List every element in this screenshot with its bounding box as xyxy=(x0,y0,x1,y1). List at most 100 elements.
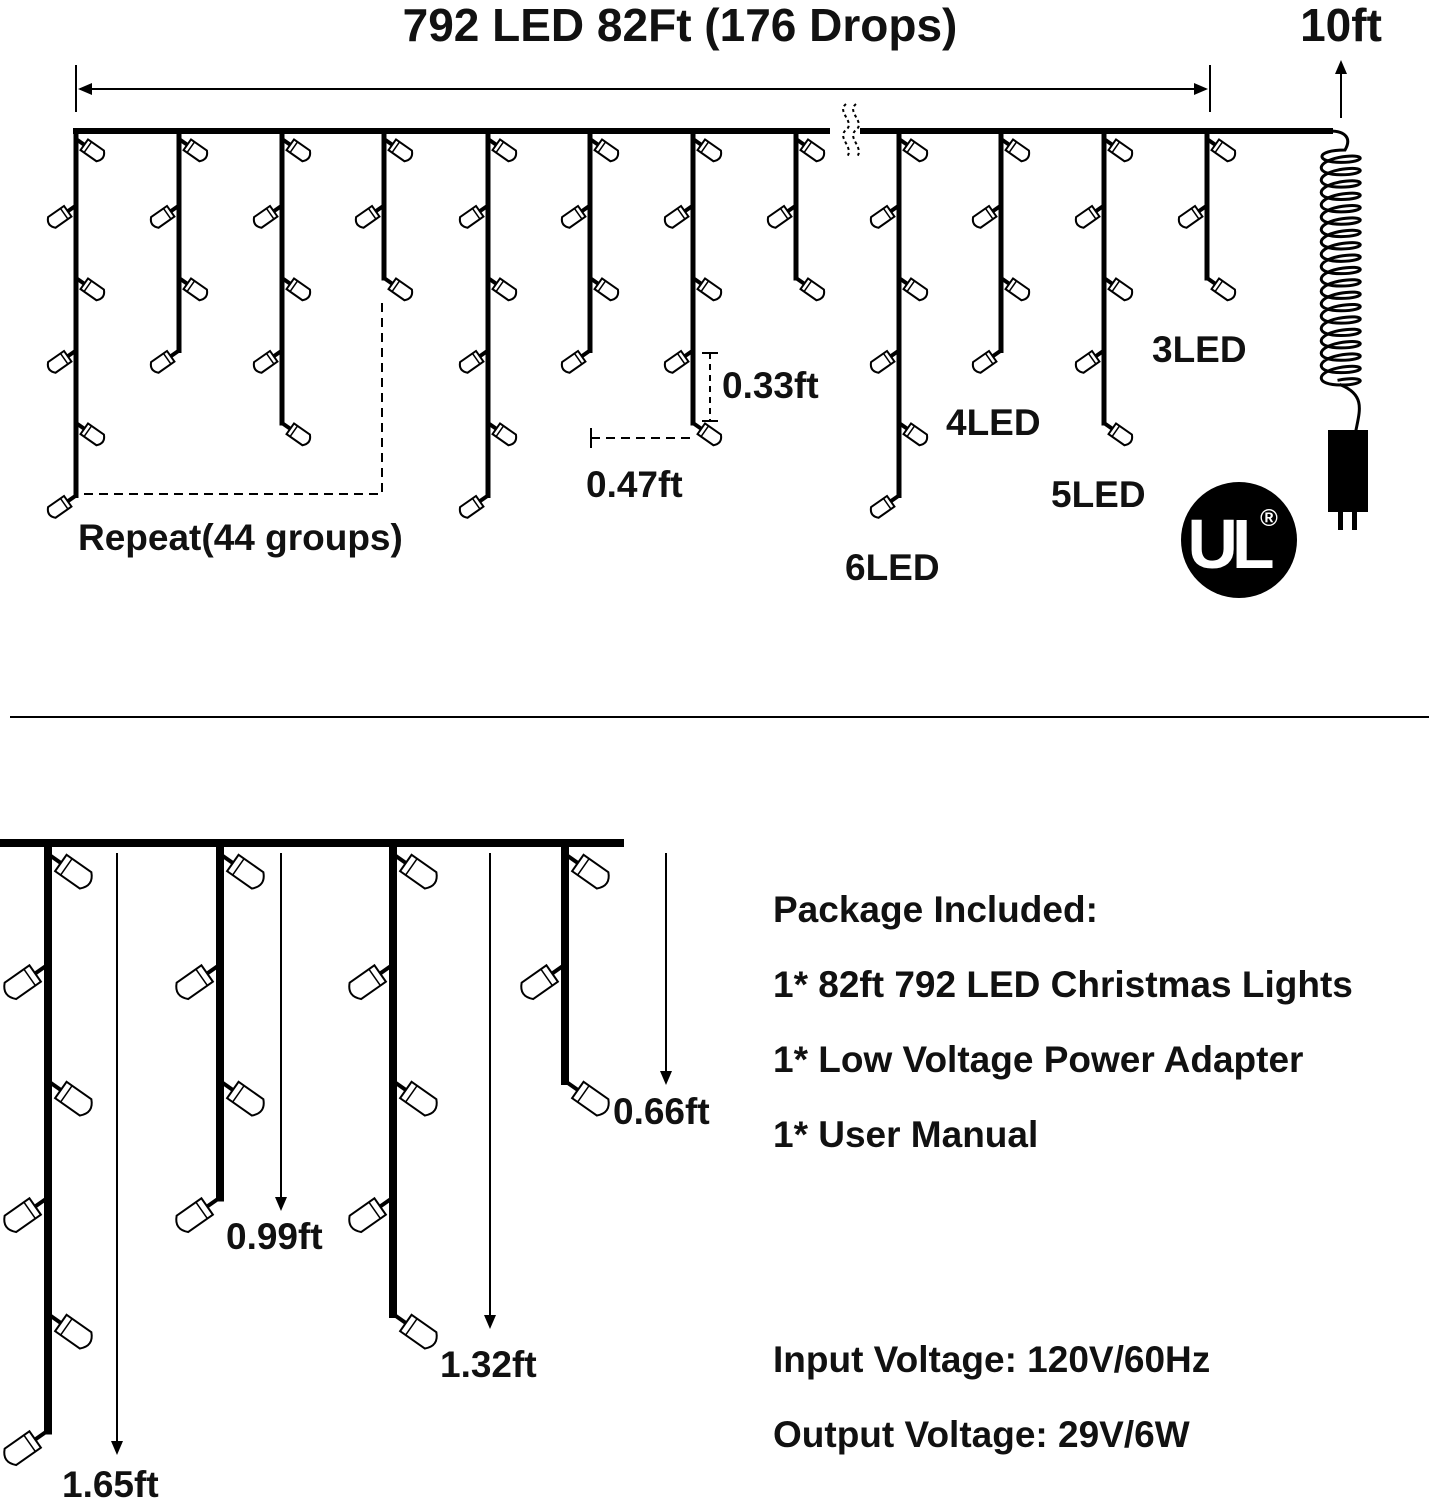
led-bulb xyxy=(1102,276,1134,302)
light-drop xyxy=(46,130,106,519)
led-bulb xyxy=(663,348,695,374)
led-bulb xyxy=(46,1079,93,1117)
led-bulb xyxy=(1205,137,1237,163)
led-label-3: 3LED xyxy=(1152,329,1247,370)
led-bulb xyxy=(46,493,78,519)
led-spacing-label: 0.33ft xyxy=(722,365,819,406)
coiled-cord xyxy=(1319,129,1368,530)
led-bulb xyxy=(794,137,826,163)
led-bulb xyxy=(348,1195,395,1234)
led-bulb xyxy=(486,276,518,302)
led-bulb xyxy=(46,348,78,374)
led-bulb xyxy=(869,203,901,229)
led-bulb xyxy=(560,348,592,374)
top-drops xyxy=(46,130,1237,519)
led-bulb xyxy=(280,137,312,163)
led-bulb xyxy=(1102,137,1134,163)
led-bulb xyxy=(458,348,490,374)
output-voltage: Output Voltage: 29V/6W xyxy=(773,1414,1190,1455)
light-drop xyxy=(175,844,265,1234)
light-drop xyxy=(149,130,209,374)
led-bulb xyxy=(74,276,106,302)
led-bulb xyxy=(218,1079,265,1117)
led-bulb xyxy=(177,276,209,302)
led-bulb xyxy=(391,1079,438,1117)
ul-logo: UL ® xyxy=(1181,482,1297,598)
led-bulb xyxy=(999,276,1031,302)
led-bulb xyxy=(175,1195,222,1234)
led-bulb xyxy=(280,421,312,447)
led-bulb xyxy=(563,852,610,890)
ul-logo-text: UL xyxy=(1187,505,1273,583)
led-bulb xyxy=(897,421,929,447)
led-bulb xyxy=(46,1312,93,1350)
led-bulb xyxy=(3,962,50,1001)
led-bulb xyxy=(971,203,1003,229)
drop-spacing-dimension xyxy=(590,428,690,448)
light-drop xyxy=(766,130,826,302)
led-bulb xyxy=(897,137,929,163)
led-bulb xyxy=(218,852,265,890)
led-bulb xyxy=(391,852,438,890)
light-drop xyxy=(1177,130,1237,302)
led-bulb xyxy=(897,276,929,302)
led-bulb xyxy=(691,421,723,447)
light-drop xyxy=(458,130,518,519)
led-bulb xyxy=(46,203,78,229)
led-bulb xyxy=(458,493,490,519)
led-bulb xyxy=(149,348,181,374)
led-bulb xyxy=(3,1195,50,1234)
led-bulb xyxy=(486,421,518,447)
led-bulb xyxy=(869,348,901,374)
led-bulb xyxy=(588,276,620,302)
input-voltage: Input Voltage: 120V/60Hz xyxy=(773,1339,1210,1380)
led-bulb xyxy=(175,962,222,1001)
led-label-4: 4LED xyxy=(946,402,1041,443)
light-drop xyxy=(348,844,438,1350)
led-bulb xyxy=(382,276,414,302)
led-bulb xyxy=(663,203,695,229)
led-bulb xyxy=(149,203,181,229)
light-drop xyxy=(971,130,1031,374)
led-bulb xyxy=(354,203,386,229)
led-spacing-dimension xyxy=(702,352,718,422)
led-bulb xyxy=(999,137,1031,163)
ul-registered-mark: ® xyxy=(1260,505,1278,532)
package-item-2: 1* Low Voltage Power Adapter xyxy=(773,1039,1303,1080)
led-bulb xyxy=(458,203,490,229)
led-bulb xyxy=(74,421,106,447)
led-label-6: 6LED xyxy=(845,547,940,588)
led-bulb xyxy=(1074,203,1106,229)
light-drop xyxy=(869,130,929,519)
title: 792 LED 82Ft (176 Drops) xyxy=(403,0,958,51)
led-bulb xyxy=(177,137,209,163)
led-bulb xyxy=(971,348,1003,374)
led-bulb xyxy=(74,137,106,163)
package-item-1: 1* 82ft 792 LED Christmas Lights xyxy=(773,964,1353,1005)
led-bulb xyxy=(280,276,312,302)
length-label-1: 1.65ft xyxy=(62,1464,159,1500)
bottom-drops xyxy=(3,844,610,1467)
led-bulb xyxy=(252,203,284,229)
light-drop xyxy=(520,844,610,1117)
led-bulb xyxy=(348,962,395,1001)
led-bulb xyxy=(794,276,826,302)
package-title: Package Included: xyxy=(773,889,1098,930)
led-bulb xyxy=(252,348,284,374)
led-bulb xyxy=(520,962,567,1001)
light-drop xyxy=(663,130,723,447)
drop-spacing-label: 0.47ft xyxy=(586,464,683,505)
length-label-4: 0.66ft xyxy=(613,1091,710,1132)
total-length-dimension xyxy=(75,65,1211,112)
cord-length-arrow xyxy=(1335,60,1347,118)
led-bulb xyxy=(1074,348,1106,374)
led-bulb xyxy=(46,852,93,890)
led-bulb xyxy=(391,1312,438,1350)
led-bulb xyxy=(691,276,723,302)
led-label-5: 5LED xyxy=(1051,474,1146,515)
length-label-2: 0.99ft xyxy=(226,1216,323,1257)
led-bulb xyxy=(1205,276,1237,302)
length-label-3: 1.32ft xyxy=(440,1344,537,1385)
light-drop xyxy=(354,130,414,302)
led-bulb xyxy=(560,203,592,229)
